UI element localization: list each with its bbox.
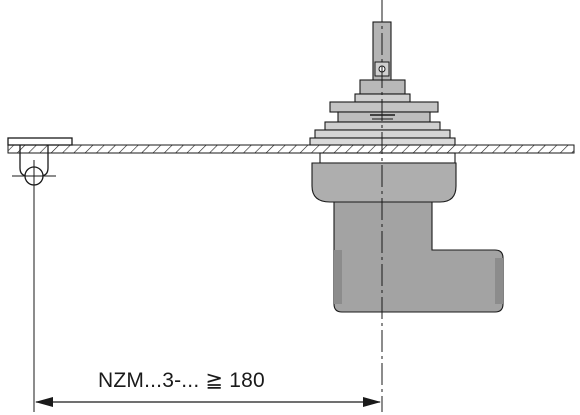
switch-housing xyxy=(311,152,504,313)
door-plate xyxy=(7,144,575,154)
hinge-bracket xyxy=(7,137,73,186)
dimension-label: NZM...3-... ≧ 180 xyxy=(98,369,265,392)
